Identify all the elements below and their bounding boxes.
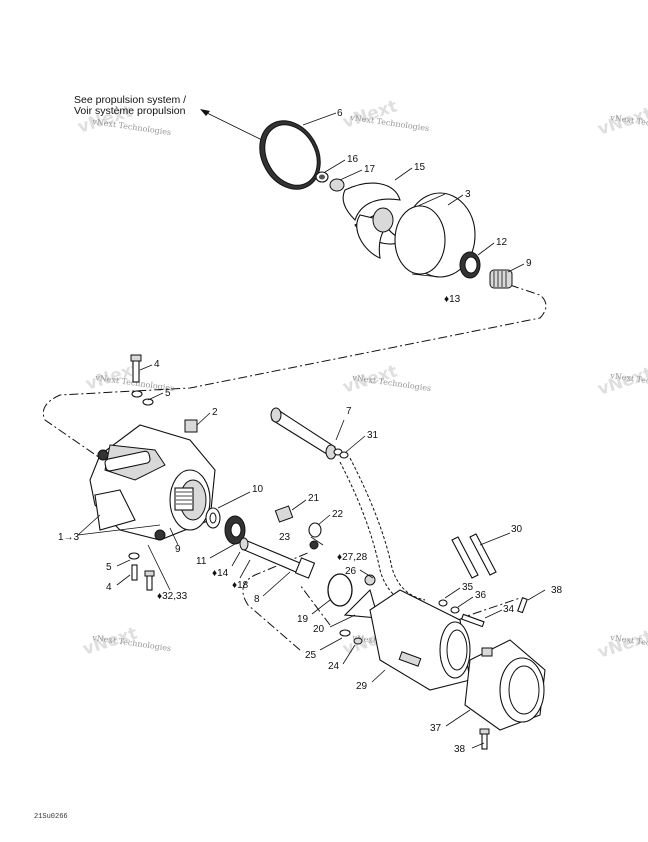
part-31-o-ring: [333, 448, 349, 459]
part-30-pins: [451, 533, 497, 579]
part-34-screw: [460, 613, 485, 628]
part-35-36-washers: [438, 599, 460, 614]
callout-20: 20: [313, 624, 325, 635]
part-11-thrust-bearing: [224, 515, 246, 545]
part-3-impeller-housing: [394, 192, 476, 278]
part-19-o-ring: [327, 573, 353, 607]
callout-8: 8: [254, 594, 260, 605]
part-38-screw-bottom: [479, 728, 490, 750]
callout-23: 23: [279, 532, 291, 543]
callout-15: 15: [414, 162, 426, 173]
callout-38-bottom: 38: [454, 744, 466, 755]
part-16-seal: [315, 171, 329, 183]
part-4-bolt-bottom: [128, 552, 140, 581]
callout-37: 37: [430, 723, 442, 734]
callout-12: 12: [496, 237, 508, 248]
callout-13: ♦13: [444, 294, 461, 305]
drawing-code: 21Su0266: [34, 813, 68, 821]
part-24-25-washers: [339, 629, 363, 645]
callout-4: 4: [154, 359, 160, 370]
callout-9-housing: 9: [175, 544, 181, 555]
callout-6: 6: [337, 108, 343, 119]
callout-3: 3: [465, 189, 471, 200]
callout-21: 21: [308, 493, 320, 504]
callout-27-28: ♦27,28: [337, 552, 368, 563]
part-17-bushing: [329, 178, 345, 192]
part-2-fitting: [184, 419, 198, 433]
hose-routing: [349, 457, 426, 601]
callout-5-bottom: 5: [106, 562, 112, 573]
callout-25: 25: [305, 650, 317, 661]
part-22-cap: [308, 522, 322, 538]
callout-34: 34: [503, 604, 515, 615]
part-6-wear-ring: [259, 120, 321, 190]
part-10-washer: [205, 507, 221, 529]
callout-labels: 6 16 17 15 3 12 9 ♦13 4 5 2 7 31 10 21 2…: [58, 108, 563, 755]
callout-4-bottom: 4: [106, 582, 112, 593]
part-1-pump-housing: [89, 424, 216, 541]
callout-36: 36: [475, 590, 487, 601]
callout-26: 26: [345, 566, 357, 577]
part-5-washer-top: [131, 390, 154, 406]
part-7-tube: [270, 407, 337, 460]
callout-2: 2: [212, 407, 218, 418]
part-32-33-bolt: [144, 570, 155, 591]
callout-22: 22: [332, 509, 344, 520]
callout-38-top: 38: [551, 585, 563, 596]
reference-note: See propulsion system / Voir système pro…: [74, 94, 263, 141]
callout-29: 29: [356, 681, 368, 692]
callout-9: 9: [526, 258, 532, 269]
part-37-nozzle: [464, 639, 546, 731]
part-15-impeller: [342, 182, 407, 259]
reference-note-line2: Voir système propulsion: [74, 105, 186, 117]
part-4-bolt-top: [130, 354, 142, 383]
callout-17: 17: [364, 164, 376, 175]
callout-10: 10: [252, 484, 264, 495]
part-23-fitting: [309, 540, 319, 550]
callout-16: 16: [347, 154, 359, 165]
callout-24: 24: [328, 661, 340, 672]
callout-30: 30: [511, 524, 523, 535]
part-21-plug: [274, 505, 294, 523]
part-8-impeller-shaft: [239, 537, 316, 579]
part-29-venturi: [369, 589, 471, 691]
reference-note-line1: See propulsion system /: [74, 94, 186, 106]
callout-7: 7: [346, 406, 352, 417]
callout-5: 5: [165, 388, 171, 399]
part-12-bearing: [459, 251, 481, 279]
part-38-screw-top: [517, 597, 528, 614]
callout-11: 11: [196, 556, 207, 567]
callout-1-3: 1→3: [58, 532, 80, 543]
part-9-needle-bearing: [489, 269, 513, 289]
assembly-boundary-line: [42, 284, 547, 459]
leader-lines: [77, 112, 546, 749]
callout-32-33: ♦32,33: [157, 591, 188, 602]
watermarks: vNext vNext Technologies vNext vNext Tec…: [75, 96, 648, 662]
callout-31: 31: [367, 430, 379, 441]
callout-14: ♦14: [212, 568, 229, 579]
callout-35: 35: [462, 582, 474, 593]
callout-19: 19: [297, 614, 309, 625]
callout-18: ♦18: [232, 580, 249, 591]
